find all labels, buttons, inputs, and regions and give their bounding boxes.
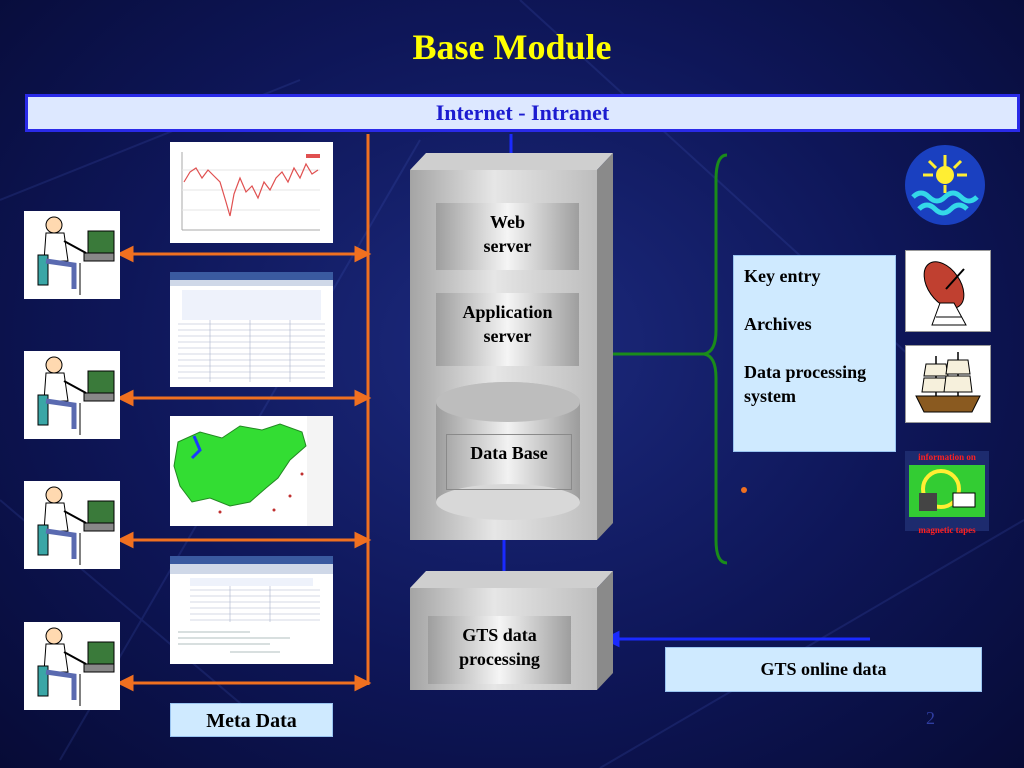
gts-processing-box: GTS data processing <box>428 616 571 684</box>
data-sources-box: Key entry Archives Data processing syste… <box>733 255 896 452</box>
green-arrowhead <box>598 348 612 360</box>
application-server-label-2: server <box>483 326 532 346</box>
line-graph-image <box>181 152 320 231</box>
user-computer-icon <box>37 486 115 565</box>
gts-processing-label-1: GTS data <box>462 625 537 645</box>
green-region-map <box>173 416 333 526</box>
meta-data-box: Meta Data <box>170 703 333 737</box>
table-screenshot-2 <box>170 556 333 664</box>
user-at-computer-3 <box>24 481 120 569</box>
user-at-computer-4 <box>24 622 120 710</box>
sun-water-logo-icon <box>905 145 985 225</box>
magnetic-tape-icon <box>909 465 985 517</box>
sailing-ship-icon <box>915 352 981 413</box>
application-server-box: Application server <box>436 293 579 366</box>
web-server-box: Web server <box>436 203 579 270</box>
sailing-ship-box <box>905 345 991 423</box>
user-at-computer-2 <box>24 351 120 439</box>
graph-thumbnail <box>170 142 333 243</box>
slide-title: Base Module <box>412 27 612 67</box>
user-computer-icon <box>37 356 115 435</box>
gts-processing-label-2: processing <box>459 649 540 669</box>
tape-label-top: information on <box>918 452 976 462</box>
application-server-label-1: Application <box>462 302 553 322</box>
orange-dot <box>741 487 747 493</box>
web-server-label-1: Web <box>489 212 525 232</box>
user-computer-icon <box>37 216 115 295</box>
map-screenshot <box>170 416 333 526</box>
gts-online-box: GTS online data <box>665 647 982 692</box>
internet-intranet-banner: Internet - Intranet <box>25 94 1020 132</box>
green-bracket <box>610 153 728 565</box>
magnetic-tapes-box: information on magnetic tapes <box>905 451 989 535</box>
user-computer-icon <box>37 627 115 706</box>
table-screenshot-1 <box>170 272 333 387</box>
web-server-label-2: server <box>483 236 532 256</box>
user-connectors <box>116 245 372 692</box>
source-key-entry: Key entry <box>744 266 821 286</box>
tape-label-bottom: magnetic tapes <box>918 525 976 535</box>
source-data-processing: Data processing system <box>744 362 867 406</box>
web-table-image <box>170 556 333 653</box>
satellite-dish-box <box>905 250 991 332</box>
web-table-image <box>170 272 333 382</box>
user-at-computer-1 <box>24 211 120 299</box>
source-archives: Archives <box>744 314 812 334</box>
page-number: 2 <box>926 708 935 728</box>
satellite-dish-icon <box>923 261 967 326</box>
database-label: Data Base <box>446 434 572 490</box>
